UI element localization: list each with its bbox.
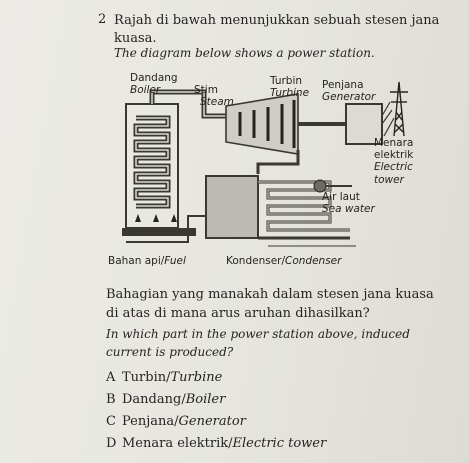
label-steam-ms: Stim xyxy=(194,84,218,96)
label-tower-en-1: Electric xyxy=(374,161,413,173)
option-b[interactable]: B Dandang/Boiler xyxy=(106,392,225,407)
burner-flames xyxy=(135,214,177,222)
option-c[interactable]: C Penjana/Generator xyxy=(106,414,246,429)
boiler-base xyxy=(122,228,196,236)
question-number: 2 xyxy=(98,12,107,27)
generator xyxy=(345,103,383,145)
label-fuel: Bahan api/Fuel xyxy=(108,255,186,267)
label-tower-ms-2: elektrik xyxy=(374,149,414,161)
power-station-diagram: Dandang Boiler Stim Steam Turbin Turbine… xyxy=(108,72,414,267)
label-turbine-en: Turbine xyxy=(270,87,309,99)
option-text-en: Turbine xyxy=(170,370,223,385)
option-d[interactable]: D Menara elektrik/Electric tower xyxy=(106,436,326,451)
label-seawater-ms: Air laut xyxy=(322,191,360,203)
label-turbine-ms: Turbin xyxy=(269,75,302,87)
option-letter: D xyxy=(106,436,117,451)
prompt-malay: Bahagian yang manakah dalam stesen jana … xyxy=(106,287,434,321)
option-text-en: Electric tower xyxy=(232,436,327,451)
label-boiler-en: Boiler xyxy=(130,84,161,96)
option-text-en: Generator xyxy=(178,414,246,429)
question-stem-malay: Rajah di bawah menunjukkan sebuah stesen… xyxy=(114,13,440,46)
option-text-ms: Menara elektrik/ xyxy=(122,436,233,451)
option-text-en: Boiler xyxy=(185,392,226,407)
label-tower-ms-1: Menara xyxy=(374,137,413,149)
option-a[interactable]: A Turbin/Turbine xyxy=(106,370,222,385)
option-text-ms: Penjana/ xyxy=(122,414,179,429)
option-letter: C xyxy=(106,414,116,429)
option-letter: B xyxy=(106,392,116,407)
electric-tower xyxy=(390,81,408,137)
label-tower-en-2: tower xyxy=(374,174,405,186)
label-steam-en: Steam xyxy=(200,96,234,108)
condenser xyxy=(205,175,259,239)
option-text-ms: Dandang/ xyxy=(122,392,186,407)
label-seawater-en: Sea water xyxy=(322,203,375,215)
turbine-blades xyxy=(238,100,296,148)
option-letter: A xyxy=(106,370,116,385)
option-text-ms: Turbin/ xyxy=(122,370,171,385)
label-generator-en: Generator xyxy=(322,91,376,103)
turbine xyxy=(225,93,299,155)
label-condenser: Kondenser/Condenser xyxy=(226,255,342,267)
label-boiler-ms: Dandang xyxy=(130,72,178,84)
boiler-coil xyxy=(133,115,171,209)
question-stem-english: The diagram below shows a power station. xyxy=(114,46,375,60)
label-generator-ms: Penjana xyxy=(322,79,364,91)
prompt-english: In which part in the power station above… xyxy=(106,327,410,359)
